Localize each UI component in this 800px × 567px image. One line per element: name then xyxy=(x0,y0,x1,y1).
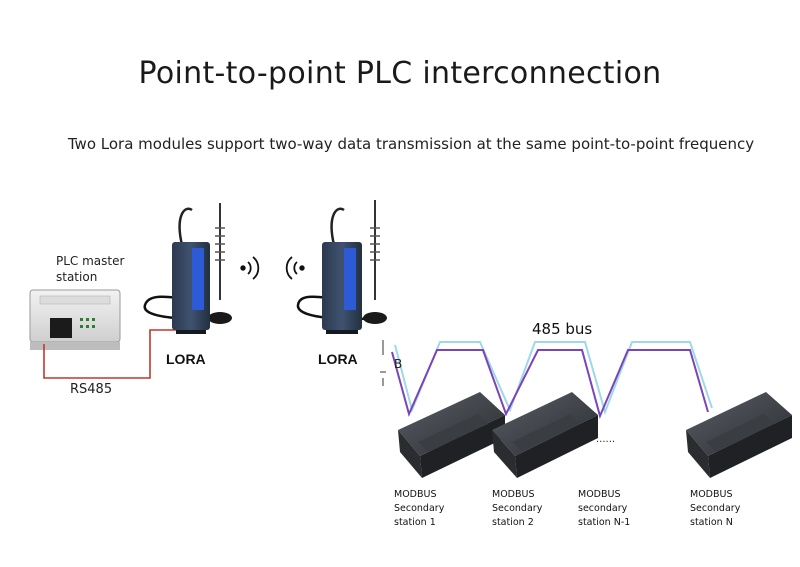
station-n-line3: station N xyxy=(690,517,733,528)
lora-module-left xyxy=(143,203,232,334)
station-n1-line2: secondary xyxy=(578,503,628,514)
bus-line-b xyxy=(391,349,709,420)
plc-master-label-line1: PLC master xyxy=(56,254,125,268)
station-label-2: MODBUS Secondary station 2 xyxy=(492,488,542,530)
plc-master-device xyxy=(29,289,121,350)
station-1-line2: Secondary xyxy=(394,503,445,514)
station-n-line2: Secondary xyxy=(690,503,741,514)
plc-master-label-line2: station xyxy=(56,270,98,284)
station-2-line1: MODBUS xyxy=(492,489,535,500)
station-n-line1: MODBUS xyxy=(690,489,733,500)
rs485-label: RS485 xyxy=(70,382,113,397)
wireless-signal-left-icon xyxy=(285,256,305,280)
station-1-line1: MODBUS xyxy=(394,489,437,500)
page-subtitle: Two Lora modules support two-way data tr… xyxy=(67,135,755,153)
station-n1-line3: station N-1 xyxy=(578,517,631,528)
lora-left-label: LORA xyxy=(166,351,206,367)
station-2-line3: station 2 xyxy=(492,517,534,528)
slave-device-2 xyxy=(492,392,598,478)
slave-device-1 xyxy=(398,392,505,478)
terminal-b-label: B xyxy=(394,357,403,371)
station-label-1: MODBUS Secondary station 1 xyxy=(394,488,444,530)
ellipsis-label: ...... xyxy=(596,434,616,445)
lora-module-right xyxy=(296,200,387,334)
station-label-n-1: MODBUS secondary station N-1 xyxy=(578,488,630,530)
station-2-line2: Secondary xyxy=(492,503,543,514)
rs485-wire xyxy=(43,329,178,379)
bus-label: 485 bus xyxy=(532,320,593,338)
station-label-n: MODBUS Secondary station N xyxy=(690,488,740,530)
page-title: Point-to-point PLC interconnection xyxy=(138,56,662,91)
wireless-signal-right-icon xyxy=(240,256,260,280)
station-n1-line1: MODBUS xyxy=(578,489,621,500)
plc-master-label: PLC master station xyxy=(56,253,124,285)
lora-right-label: LORA xyxy=(318,351,358,367)
station-1-line3: station 1 xyxy=(394,517,436,528)
slave-device-n xyxy=(686,392,792,478)
